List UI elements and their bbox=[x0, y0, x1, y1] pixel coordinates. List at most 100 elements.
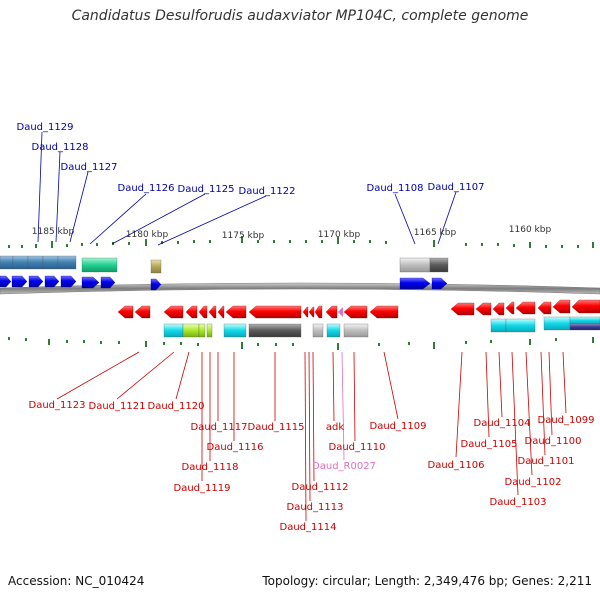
gene-label-daud-1122[interactable]: Daud_1122 bbox=[239, 186, 296, 197]
gene-label-daud-1105[interactable]: Daud_1105 bbox=[461, 439, 518, 450]
gene-label-daud-1102[interactable]: Daud_1102 bbox=[505, 477, 562, 488]
gene-label-daud-1129[interactable]: Daud_1129 bbox=[17, 122, 74, 133]
scale-label: 1160 kbp bbox=[509, 225, 552, 235]
scale-label: 1175 kbp bbox=[222, 231, 265, 241]
scale-label: 1180 kbp bbox=[126, 230, 169, 240]
gene-arrow bbox=[100, 276, 116, 289]
cog-block bbox=[0, 255, 14, 270]
gene-label-daud-1120[interactable]: Daud_1120 bbox=[148, 401, 205, 412]
gene-label-daud-1113[interactable]: Daud_1113 bbox=[287, 502, 344, 513]
gene-label-daud-1104[interactable]: Daud_1104 bbox=[474, 418, 531, 429]
genome-title: Candidatus Desulforudis audaxviator MP10… bbox=[71, 8, 529, 24]
gene-label-daud-1121[interactable]: Daud_1121 bbox=[89, 401, 146, 412]
cog-block bbox=[27, 255, 44, 270]
gene-label-daud-1115[interactable]: Daud_1115 bbox=[248, 422, 305, 433]
rna-leader-line bbox=[341, 351, 345, 461]
genome-backbone bbox=[0, 282, 600, 295]
top-gene-arrows bbox=[0, 275, 448, 291]
cog-block bbox=[57, 255, 77, 270]
gene-arrow bbox=[399, 277, 431, 290]
gene-label-daud-1119[interactable]: Daud_1119 bbox=[174, 483, 231, 494]
gene-arrow bbox=[248, 305, 302, 319]
gene-arrow bbox=[150, 278, 162, 291]
bottom-gene-arrows bbox=[117, 299, 600, 319]
gene-arrow bbox=[571, 299, 600, 314]
gene-arrow bbox=[515, 301, 536, 315]
cog-block bbox=[505, 318, 536, 333]
gene-arrow bbox=[475, 302, 492, 316]
gene-label-daud-1123[interactable]: Daud_1123 bbox=[29, 400, 86, 411]
bottom-leader-lines bbox=[56, 351, 567, 522]
gene-label-daud-1127[interactable]: Daud_1127 bbox=[61, 162, 118, 173]
gene-label-daud-1118[interactable]: Daud_1118 bbox=[182, 462, 239, 473]
gene-arrow bbox=[302, 306, 309, 318]
gene-label-adk[interactable]: adk bbox=[326, 422, 344, 433]
cog-block bbox=[429, 257, 449, 273]
gene-arrow bbox=[163, 305, 184, 319]
cog-block bbox=[312, 323, 324, 338]
gene-arrow bbox=[225, 305, 247, 319]
gene-label-daud-1112[interactable]: Daud_1112 bbox=[292, 482, 349, 493]
gene-arrow bbox=[343, 305, 368, 319]
top-leader-lines bbox=[37, 131, 457, 246]
gene-arrow bbox=[505, 301, 515, 315]
gene-arrow bbox=[11, 275, 28, 288]
scale-ticks-bottom bbox=[8, 337, 594, 350]
gene-arrow bbox=[185, 305, 198, 319]
gene-label-daud-1110[interactable]: Daud_1110 bbox=[329, 442, 386, 453]
gene-arrow bbox=[450, 302, 475, 316]
scale-labels: 1185 kbp 1180 kbp 1175 kbp 1170 kbp 1165… bbox=[32, 225, 552, 241]
gene-arrow bbox=[552, 299, 571, 314]
bottom-cog-blocks bbox=[163, 316, 600, 338]
cog-block bbox=[343, 323, 369, 338]
top-gene-labels: Daud_1129 Daud_1128 Daud_1127 Daud_1126 … bbox=[17, 122, 485, 197]
gene-arrow bbox=[217, 305, 225, 319]
scale-label: 1165 kbp bbox=[414, 228, 457, 238]
genome-summary: Topology: circular; Length: 2,349,476 bp… bbox=[262, 574, 592, 588]
gene-label-daud-1107[interactable]: Daud_1107 bbox=[428, 182, 485, 193]
gene-arrow bbox=[60, 275, 77, 288]
gene-arrow bbox=[537, 301, 552, 315]
gene-arrow bbox=[431, 277, 448, 290]
cog-block bbox=[248, 323, 302, 338]
cog-block bbox=[206, 323, 213, 338]
gene-arrow bbox=[314, 305, 323, 319]
trna-marker bbox=[338, 307, 343, 317]
gene-label-daud-1117[interactable]: Daud_1117 bbox=[191, 422, 248, 433]
cog-block bbox=[81, 257, 118, 273]
gene-label-daud-1100[interactable]: Daud_1100 bbox=[525, 436, 582, 447]
gene-label-daud-1099[interactable]: Daud_1099 bbox=[538, 415, 595, 426]
gene-label-daud-1128[interactable]: Daud_1128 bbox=[32, 142, 89, 153]
gene-arrow bbox=[44, 275, 60, 288]
cog-block bbox=[182, 323, 200, 338]
cog-block bbox=[543, 316, 571, 331]
gene-label-daud-1103[interactable]: Daud_1103 bbox=[490, 497, 547, 508]
gene-arrow bbox=[134, 305, 151, 319]
gene-label-daud-1125[interactable]: Daud_1125 bbox=[178, 184, 235, 195]
cog-block bbox=[569, 323, 600, 331]
cog-block bbox=[150, 259, 162, 274]
cog-block bbox=[326, 323, 341, 338]
gene-label-daud-r0027[interactable]: Daud_R0027 bbox=[312, 461, 376, 472]
gene-label-daud-1108[interactable]: Daud_1108 bbox=[367, 183, 424, 194]
gene-arrow bbox=[492, 302, 505, 316]
gene-label-daud-1126[interactable]: Daud_1126 bbox=[118, 183, 175, 194]
cog-block bbox=[198, 323, 206, 338]
gene-arrow bbox=[81, 276, 100, 289]
scale-ticks-top bbox=[8, 236, 594, 248]
cog-block bbox=[223, 323, 247, 338]
cog-block bbox=[42, 255, 59, 270]
top-cog-blocks bbox=[0, 255, 449, 274]
gene-label-daud-1114[interactable]: Daud_1114 bbox=[280, 522, 337, 533]
gene-label-daud-1116[interactable]: Daud_1116 bbox=[207, 442, 264, 453]
accession-text: Accession: NC_010424 bbox=[8, 574, 145, 588]
gene-arrow bbox=[308, 306, 315, 318]
gene-arrow bbox=[208, 305, 217, 319]
cog-block bbox=[399, 257, 431, 273]
scale-label: 1185 kbp bbox=[32, 227, 75, 237]
gene-label-daud-1106[interactable]: Daud_1106 bbox=[428, 460, 485, 471]
gene-label-daud-1109[interactable]: Daud_1109 bbox=[370, 421, 427, 432]
gene-label-daud-1101[interactable]: Daud_1101 bbox=[518, 456, 575, 467]
gene-arrow bbox=[0, 275, 12, 288]
